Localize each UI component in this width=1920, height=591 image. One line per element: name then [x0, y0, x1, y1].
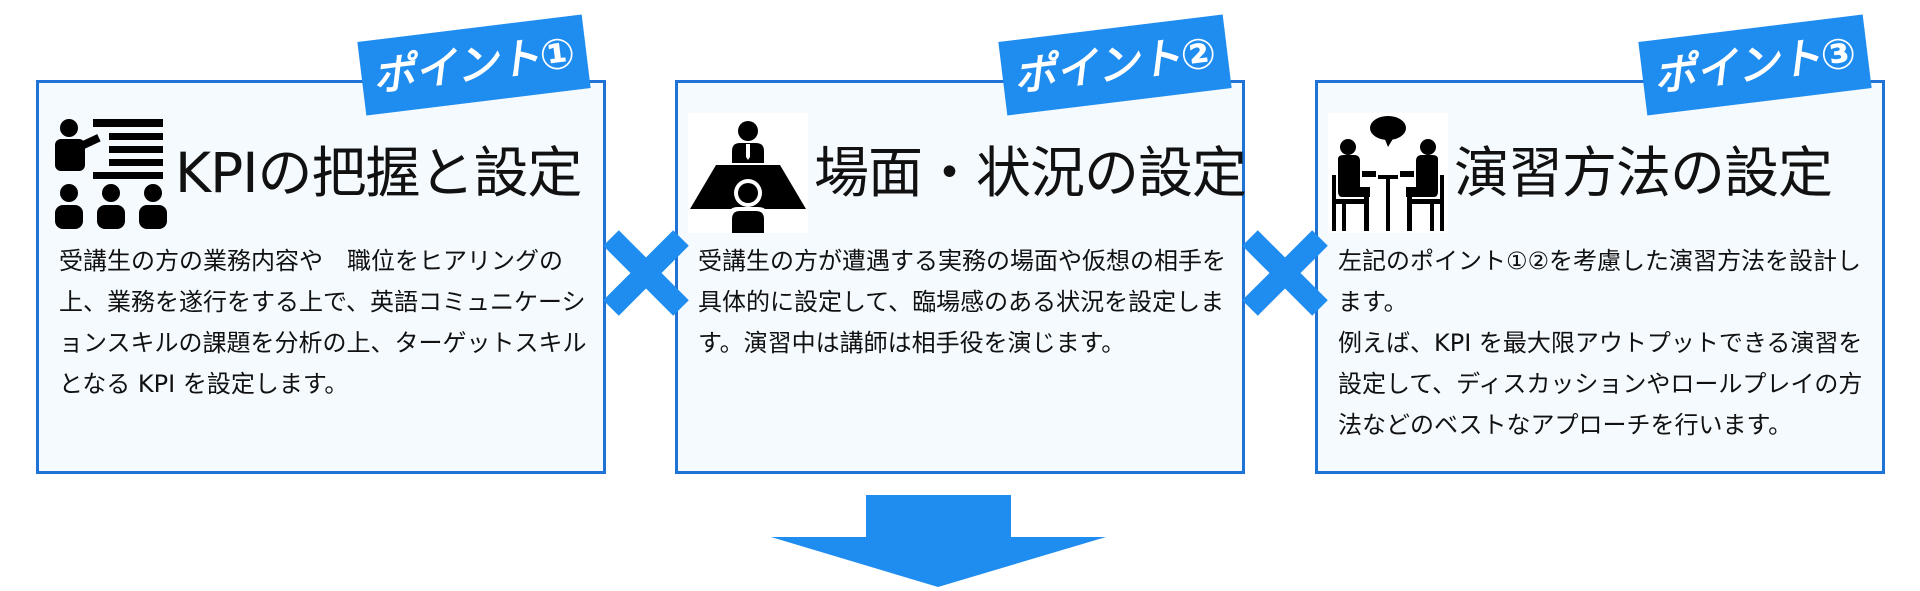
point-description: 左記のポイント①②を考慮した演習方法を設計します。 例えば、KPI を最大限アウ…	[1338, 241, 1866, 446]
meeting-table-icon	[688, 113, 808, 233]
point-card-2: ポイント② 場面・状況の設定 受講生の方が遭遇する実務の場面や仮想の相手を具体的…	[675, 14, 1247, 474]
presentation-icon	[49, 113, 169, 233]
description-paragraph: 受講生の方が遭遇する実務の場面や仮想の相手を具体的に設定して、臨場感のある状況を…	[698, 247, 1226, 357]
point-description: 受講生の方が遭遇する実務の場面や仮想の相手を具体的に設定して、臨場感のある状況を…	[698, 241, 1226, 364]
description-paragraph: 左記のポイント①②を考慮した演習方法を設計します。	[1338, 247, 1862, 316]
point-card-3: ポイント③ 演習方法の設定	[1315, 14, 1885, 474]
down-arrow-icon	[771, 495, 1106, 587]
description-paragraph: 受講生の方の業務内容や 職位をヒアリングの上、業務を遂行をする上で、英語コミュニ…	[59, 247, 587, 398]
description-paragraph: 例えば、KPI を最大限アウトプットできる演習を設定して、ディスカッションやロー…	[1338, 329, 1863, 439]
point-badge: ポイント②	[998, 14, 1232, 116]
cross-icon	[1240, 228, 1330, 318]
point-badge: ポイント③	[1638, 14, 1872, 116]
point-description: 受講生の方の業務内容や 職位をヒアリングの上、業務を遂行をする上で、英語コミュニ…	[59, 241, 587, 405]
point-title: 演習方法の設定	[1454, 141, 1833, 205]
point-title: KPIの把握と設定	[175, 141, 582, 205]
point-badge: ポイント①	[357, 14, 591, 116]
point-card-1: ポイント① KPIの把握と設定 受講生の方の業務内容や 職位をヒアリングの上、業…	[36, 14, 606, 474]
conversation-icon	[1328, 113, 1448, 233]
cross-icon	[601, 228, 691, 318]
point-title: 場面・状況の設定	[814, 141, 1247, 205]
